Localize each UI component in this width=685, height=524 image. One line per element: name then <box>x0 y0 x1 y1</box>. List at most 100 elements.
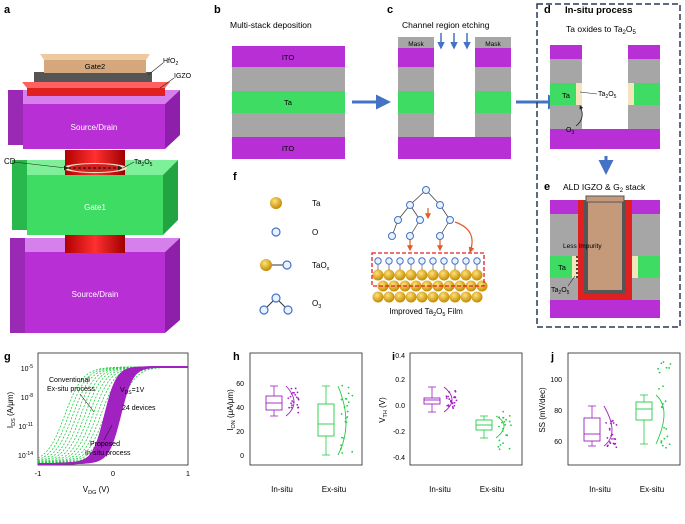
data-point <box>340 413 343 415</box>
ta-atom <box>471 291 483 303</box>
data-point <box>508 414 511 417</box>
data-point <box>340 447 342 450</box>
ta-atom <box>416 269 428 281</box>
g-xtick-1: -1 <box>35 469 42 478</box>
data-point <box>447 405 450 408</box>
g-ylabel: IDS (A/μm) <box>6 392 17 429</box>
ta-atom <box>394 269 406 281</box>
data-point <box>291 404 293 407</box>
ta-atom <box>383 291 395 303</box>
data-point <box>504 423 507 426</box>
data-point <box>289 395 292 398</box>
ta2o5-film <box>371 186 488 303</box>
reaction-arrow <box>454 221 475 254</box>
legend-o: O <box>312 228 318 237</box>
data-point <box>615 446 618 449</box>
o-molecule-atom <box>388 232 396 240</box>
j-cat-insitu: In-situ <box>589 485 611 494</box>
ta-label-d: Ta <box>562 91 571 100</box>
data-point <box>448 391 451 393</box>
box <box>317 403 335 437</box>
data-point <box>668 443 671 446</box>
g-conventional: Conventional <box>49 377 90 384</box>
data-point <box>665 446 667 449</box>
ta-atom <box>427 269 439 281</box>
panel-c-letter: c <box>387 4 393 16</box>
data-point <box>498 439 501 442</box>
ta-atom <box>432 280 444 292</box>
data-point <box>293 391 296 394</box>
data-point <box>340 444 342 447</box>
violin-half <box>655 394 665 445</box>
data-point <box>451 405 454 408</box>
panel-c: c Channel region etching Mask Mask <box>387 4 563 159</box>
panel-j-letter: j <box>550 351 554 363</box>
o-molecule-atom <box>406 201 414 209</box>
o3-label: O3 <box>566 127 574 136</box>
hfo2-label: HfO2 <box>163 58 178 67</box>
o-atom <box>385 257 393 265</box>
data-point <box>341 436 343 439</box>
data-point <box>454 390 457 393</box>
g-insitu: In-situ process <box>85 450 131 457</box>
i-ytick-00: 0.0 <box>395 403 405 410</box>
transfer-curve <box>38 366 188 465</box>
i-ytick-m02: -0.2 <box>393 429 405 436</box>
data-point <box>613 437 616 440</box>
j-ytick-60: 60 <box>554 439 562 446</box>
panel-e: e ALD IGZO & G2 stack Less Impurity Ta T… <box>544 181 660 318</box>
data-point <box>660 440 663 442</box>
data-point <box>665 428 668 430</box>
data-point <box>290 406 293 409</box>
g-xtick-3: 1 <box>186 469 190 478</box>
igzo-label: IGZO <box>174 73 192 80</box>
data-point <box>502 442 504 445</box>
panel-a-letter: a <box>4 4 11 16</box>
cd-label: CD <box>4 157 16 166</box>
data-point <box>340 398 343 401</box>
ta2o5-label-d: Ta2O5 <box>598 91 617 100</box>
o-molecule-atom <box>436 201 444 209</box>
box <box>635 401 653 421</box>
data-point <box>662 385 664 388</box>
o-atom <box>462 257 470 265</box>
data-point <box>344 417 347 420</box>
data-point <box>351 394 354 397</box>
j-box-plot <box>583 361 672 449</box>
data-point <box>342 437 345 440</box>
h-cat-insitu: In-situ <box>271 485 293 494</box>
i-box-plot <box>423 386 512 451</box>
ta-atom <box>416 291 428 303</box>
panel-b-letter: b <box>214 4 221 16</box>
o-atom <box>396 257 404 265</box>
panel-e-letter: e <box>544 181 550 193</box>
panel-h: h 0 20 40 60 ION (μA/μm) In-situ Ex-situ <box>226 351 363 494</box>
j-ytick-80: 80 <box>554 408 562 415</box>
data-point <box>449 399 452 402</box>
in-situ-box <box>536 3 681 328</box>
panel-j: j 60 80 100 SS (mV/dec) In-situ Ex-situ <box>538 351 681 494</box>
panel-h-letter: h <box>233 351 240 363</box>
data-point <box>341 452 344 454</box>
panel-c-title: Channel region etching <box>402 20 490 30</box>
h-ytick-20: 20 <box>236 429 244 436</box>
ta-atom <box>372 269 384 281</box>
data-point <box>454 396 457 399</box>
panel-g-letter: g <box>4 351 11 363</box>
box <box>423 397 441 405</box>
data-point <box>292 401 295 404</box>
violin-half <box>443 386 453 413</box>
h-ylabel: ION (μA/μm) <box>226 389 237 431</box>
i-ytick-m04: -0.4 <box>393 455 405 462</box>
panel-f: f Ta O TaOx O3 Improved Ta2O5 Film <box>233 171 488 318</box>
gate2-label: Gate2 <box>85 62 105 71</box>
data-point <box>498 416 501 419</box>
o-molecule-atom <box>394 216 402 224</box>
gate1-label: Gate1 <box>84 203 106 212</box>
ito-bottom-label: ITO <box>282 144 295 153</box>
data-point <box>508 420 511 423</box>
legend-o3: O3 <box>312 299 321 310</box>
data-point <box>661 406 664 409</box>
panel-d-letter: d <box>544 4 551 16</box>
